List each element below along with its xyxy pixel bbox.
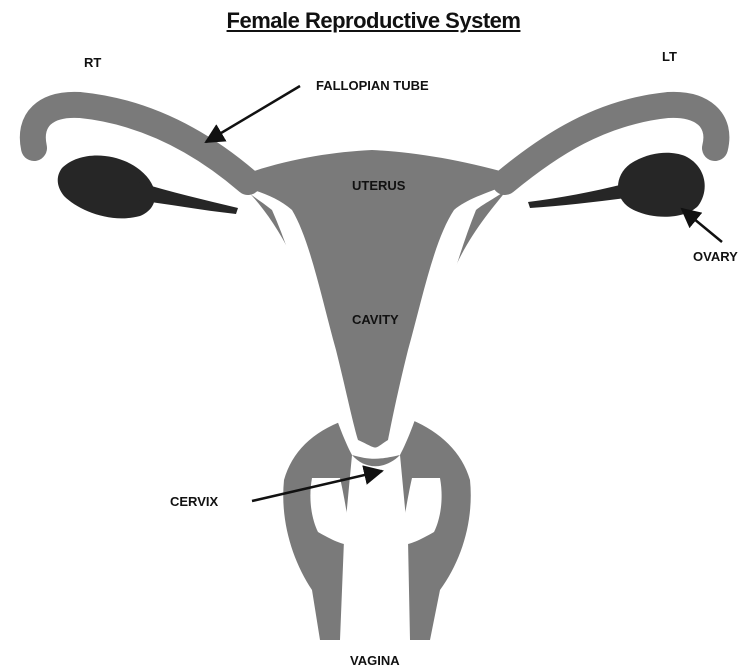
- label-cervix: CERVIX: [170, 494, 218, 509]
- label-ovary: OVARY: [693, 249, 738, 264]
- label-lt: LT: [662, 49, 677, 64]
- cervical-canal: [340, 455, 410, 640]
- label-fallopian-tube: FALLOPIAN TUBE: [316, 78, 429, 93]
- label-rt: RT: [84, 55, 101, 70]
- ovary-left-side: [618, 153, 705, 217]
- ovary-arrow: [682, 209, 722, 242]
- ovarian-ligament-right: [136, 182, 238, 214]
- diagram-title: Female Reproductive System: [0, 8, 747, 34]
- label-uterus: UTERUS: [352, 178, 405, 193]
- label-vagina: VAGINA: [350, 653, 400, 668]
- ovarian-ligament-left: [528, 184, 626, 208]
- label-cavity: CAVITY: [352, 312, 399, 327]
- fallopian-tube-arrow: [206, 86, 300, 142]
